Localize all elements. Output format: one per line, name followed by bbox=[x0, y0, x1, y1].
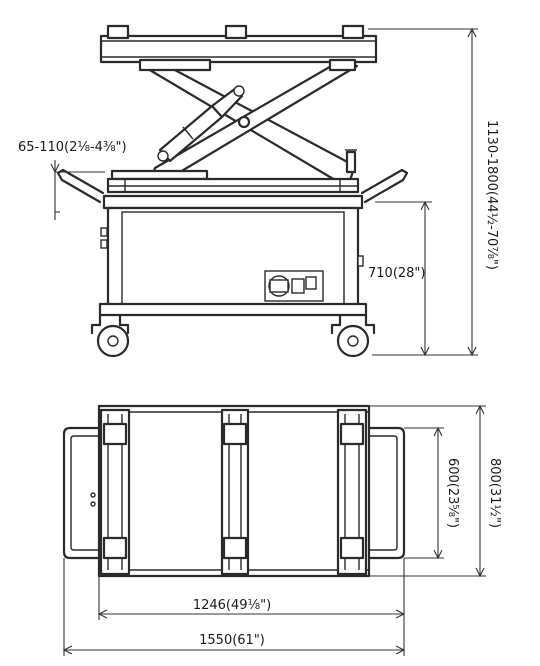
right-cross-member bbox=[336, 408, 368, 576]
top-right-handle bbox=[367, 426, 406, 560]
center-cross-member bbox=[220, 408, 250, 576]
inner-length-label: 1246(49⅛") bbox=[193, 598, 271, 613]
top-view: 600(23⅝") 800(31½") 1246(49⅛") bbox=[62, 404, 502, 656]
overall-height-label: 1130-1800(44½-70⅞") bbox=[484, 120, 499, 270]
overall-length-label: 1550(61") bbox=[199, 633, 265, 648]
overall-length-dimension: 1550(61") bbox=[62, 558, 406, 656]
side-view: 1130-1800(44½-70⅞") 710(28") 65-110(2⅛-4… bbox=[18, 24, 499, 358]
left-caster bbox=[90, 313, 130, 358]
overall-depth-label: 800(31½") bbox=[487, 458, 502, 528]
platform-adjust-label: 65-110(2⅛-4⅜") bbox=[18, 140, 127, 155]
top-left-handle bbox=[62, 426, 101, 560]
scissor-mechanism bbox=[138, 58, 359, 182]
overall-height-dimension: 1130-1800(44½-70⅞") bbox=[368, 27, 499, 357]
cabinet bbox=[98, 194, 368, 317]
right-handle bbox=[360, 168, 409, 204]
base-height-label: 710(28") bbox=[368, 266, 425, 281]
base-height-dimension: 710(28") bbox=[368, 200, 432, 357]
left-handle bbox=[56, 168, 105, 204]
top-platform bbox=[99, 24, 378, 64]
inner-depth-label: 600(23⅝") bbox=[445, 458, 460, 528]
right-caster bbox=[330, 313, 376, 358]
hydraulic-cylinder bbox=[157, 85, 245, 163]
platform-adjust-dimension: 65-110(2⅛-4⅜") bbox=[18, 140, 127, 220]
overall-depth-dimension: 800(31½") bbox=[369, 404, 502, 578]
left-cross-member bbox=[99, 408, 131, 576]
inner-depth-dimension: 600(23⅝") bbox=[404, 426, 460, 560]
inner-length-dimension: 1246(49⅛") bbox=[97, 558, 406, 620]
power-unit bbox=[264, 270, 324, 302]
base-deck bbox=[106, 169, 360, 194]
